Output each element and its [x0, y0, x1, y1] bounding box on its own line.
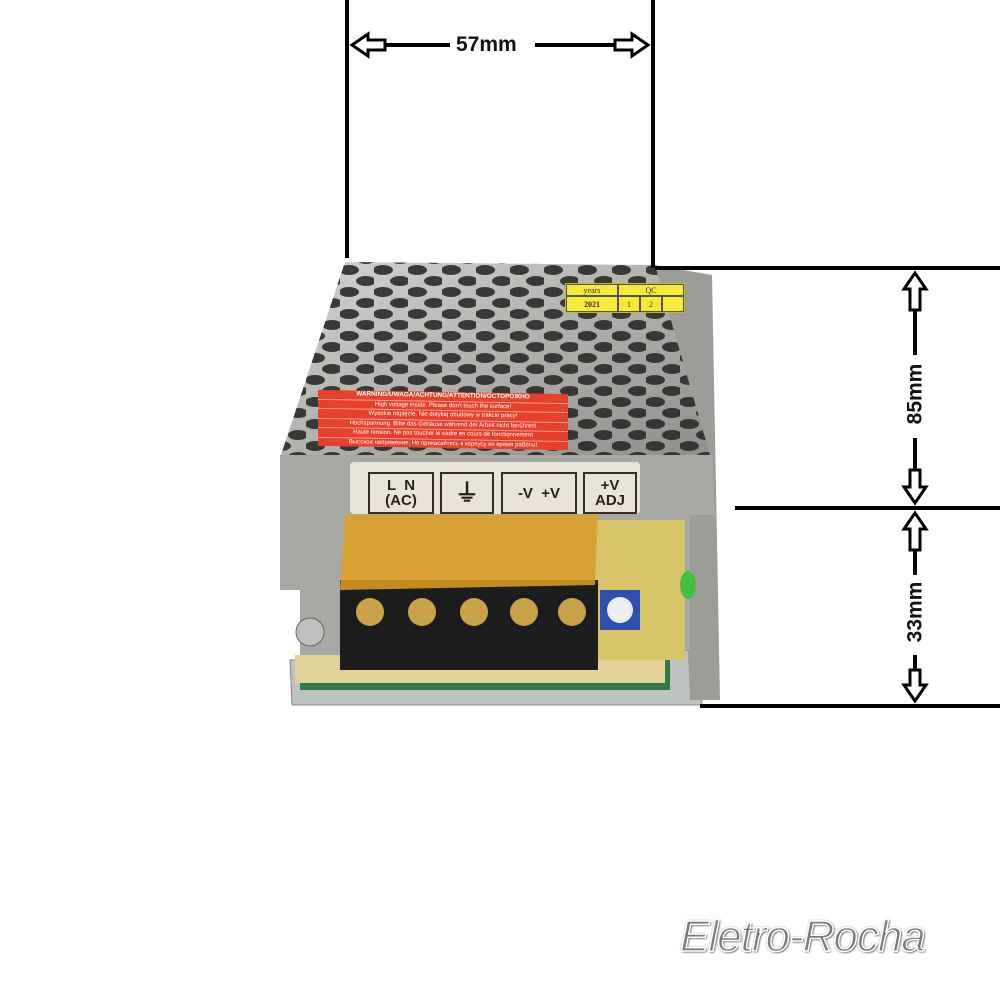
height-dimension-wrap: 33mm [875, 577, 955, 647]
watermark: Eletro-Rocha [679, 911, 926, 962]
warning-label: WARNING/UWAGA/ACHTUNG/ATTENTION/OCTOPOЖH… [318, 389, 568, 451]
qc-years-header: years [566, 284, 618, 296]
terminal-label-adj: +V ADJ [583, 472, 637, 514]
dimension-lines [345, 0, 1000, 708]
qc-header: QC [618, 284, 684, 296]
terminal-cover [340, 515, 598, 590]
terminal-label-ground: ⏚ [440, 472, 494, 514]
length-dimension-label: 85mm [902, 359, 927, 429]
terminal-screws [356, 598, 586, 626]
ac-label-bottom: (AC) [385, 492, 417, 509]
qc-year: 2021 [566, 296, 618, 312]
led [680, 571, 696, 599]
width-dimension-label: 57mm [452, 33, 521, 57]
qc-cell: 1 [618, 296, 640, 312]
qc-label: years QC 2021 1 2 [565, 283, 685, 313]
terminal-label-dc: -V +V [501, 472, 577, 514]
qc-cell [662, 296, 684, 312]
length-dimension-wrap: 85mm [875, 359, 955, 429]
adj-label-bottom: ADJ [594, 492, 625, 509]
height-dimension-label: 33mm [902, 577, 927, 647]
ac-label-top: L N [386, 477, 416, 494]
arrow-heads [349, 31, 929, 704]
dc-label: -V +V [517, 484, 561, 502]
mount-screw [295, 617, 325, 647]
adj-label-top: +V [600, 477, 620, 494]
ground-icon: ⏚ [455, 479, 479, 507]
terminal-label-ac: L N (AC) [368, 472, 434, 514]
qc-cell: 2 [640, 296, 662, 312]
